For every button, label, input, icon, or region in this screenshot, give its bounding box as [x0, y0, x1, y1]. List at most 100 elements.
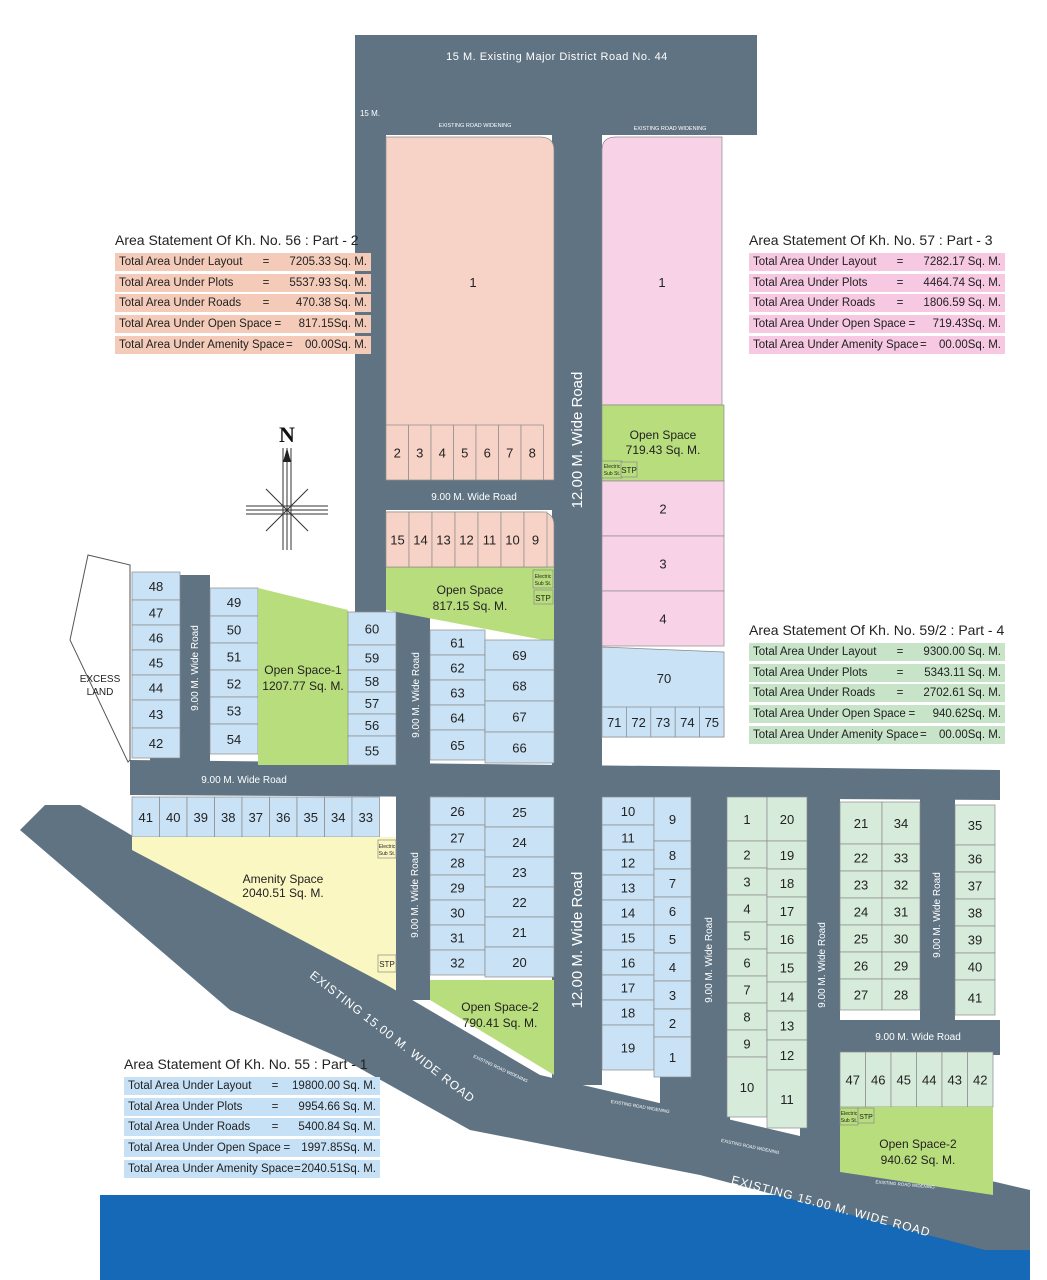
area-label: Total Area Under Layout	[128, 1080, 252, 1092]
area-unit: Sq. M.	[967, 666, 1001, 679]
plot-number: 14	[413, 533, 427, 548]
equals-sign: =	[283, 1142, 291, 1155]
compass-rose-icon	[246, 448, 328, 550]
plot-number: 22	[512, 895, 526, 910]
area-value: 7282.17	[923, 256, 965, 268]
area-unit: Sq. M.	[967, 318, 1001, 331]
plot-number: 10	[740, 1080, 754, 1095]
plot-number: 12	[621, 856, 635, 871]
plot	[726, 1056, 768, 1118]
plot	[726, 840, 768, 869]
plot	[839, 870, 883, 899]
north-compass: N	[246, 422, 328, 552]
electric-substation-label: Sub St.	[535, 581, 551, 587]
open-space-2	[430, 980, 554, 1075]
plot-number: 28	[450, 856, 464, 871]
equals-sign: =	[286, 338, 293, 351]
equals-sign: =	[262, 297, 270, 310]
area-value: 2702.61	[923, 687, 965, 700]
plot-number: 17	[780, 904, 794, 919]
plot-number: 41	[968, 991, 982, 1006]
plot	[209, 723, 259, 755]
plot-number: 62	[450, 661, 464, 676]
plot	[941, 1051, 968, 1108]
area-value: 5400.84	[298, 1121, 340, 1134]
area-unit: Sq. M.	[967, 338, 1001, 351]
plot-number: 73	[656, 715, 670, 730]
plot-number: 70	[657, 671, 671, 686]
open-space-area: 817.15 Sq. M.	[433, 599, 508, 613]
road-widening-label: EXISTING ROAD WIDENING	[439, 123, 512, 129]
excess-land-label: EXCESS	[80, 674, 121, 685]
plot-number: 35	[304, 810, 318, 825]
area-unit: Sq. M.	[967, 646, 1001, 658]
plot-number: 8	[743, 1010, 750, 1025]
plot-number: 42	[973, 1073, 987, 1088]
area-unit: Sq. M.	[333, 256, 367, 268]
area-label: Total Area Under Open Space	[753, 708, 906, 721]
plot	[484, 826, 555, 858]
plot	[954, 844, 996, 873]
plot	[131, 699, 181, 729]
amenity-name: Amenity Space	[243, 872, 324, 886]
road-9m-label: 9.00 M. Wide Road	[410, 852, 421, 938]
plot	[726, 867, 768, 896]
plot	[347, 735, 397, 766]
area-value: 9954.66	[298, 1100, 340, 1113]
plot	[726, 921, 768, 950]
plot-number: 43	[149, 707, 163, 722]
area-statement-title: Area Statement Of Kh. No. 59/2 : Part - …	[749, 622, 1005, 638]
plot	[839, 843, 883, 872]
plot-number: 22	[854, 851, 868, 866]
plot-number: 56	[365, 718, 379, 733]
plot-number: 4	[439, 446, 446, 461]
plot-number: 3	[659, 557, 666, 572]
plot	[653, 796, 692, 842]
area-unit: Sq. M.	[333, 276, 367, 289]
plot-number: 13	[436, 533, 450, 548]
plot	[653, 896, 692, 926]
plot	[131, 571, 181, 601]
open-space-area: 1207.77 Sq. M.	[262, 679, 343, 693]
plot	[523, 511, 548, 568]
plot-number: 72	[631, 715, 645, 730]
plot	[954, 871, 996, 900]
open-space-4	[840, 1107, 993, 1195]
area-label: Total Area Under Open Space	[753, 318, 906, 331]
open-space-name: Open Space-2	[461, 1000, 539, 1014]
plot-number: 4	[743, 902, 750, 917]
equals-sign: =	[271, 1121, 279, 1134]
amenity-space	[132, 837, 396, 990]
plot-number: 37	[968, 879, 982, 894]
plot	[726, 975, 768, 1004]
plot-number: 60	[365, 622, 379, 637]
plot-number: 2	[743, 848, 750, 863]
plot	[484, 886, 555, 918]
area-label: Total Area Under Roads	[753, 687, 876, 700]
plot-number: 34	[331, 810, 345, 825]
plot-number: 61	[450, 636, 464, 651]
equals-sign: =	[908, 318, 916, 331]
plot-number: 25	[512, 805, 526, 820]
plot-number: 15	[390, 533, 404, 548]
plot	[429, 824, 486, 851]
plot	[766, 840, 808, 870]
area-unit: Sq. M.	[342, 1162, 376, 1175]
stp-label: STP	[859, 1114, 873, 1121]
plot-number: 11	[483, 533, 497, 548]
plot-number: 40	[968, 960, 982, 975]
area-label: Total Area Under Amenity Space	[128, 1162, 294, 1175]
area-label: Total Area Under Plots	[753, 276, 868, 289]
open-space-name: Open Space	[437, 583, 504, 597]
area-label: Total Area Under Plots	[753, 666, 868, 679]
plot-number: 36	[276, 810, 290, 825]
plot-number: 15	[780, 961, 794, 976]
area-value: 5537.93	[289, 276, 331, 289]
